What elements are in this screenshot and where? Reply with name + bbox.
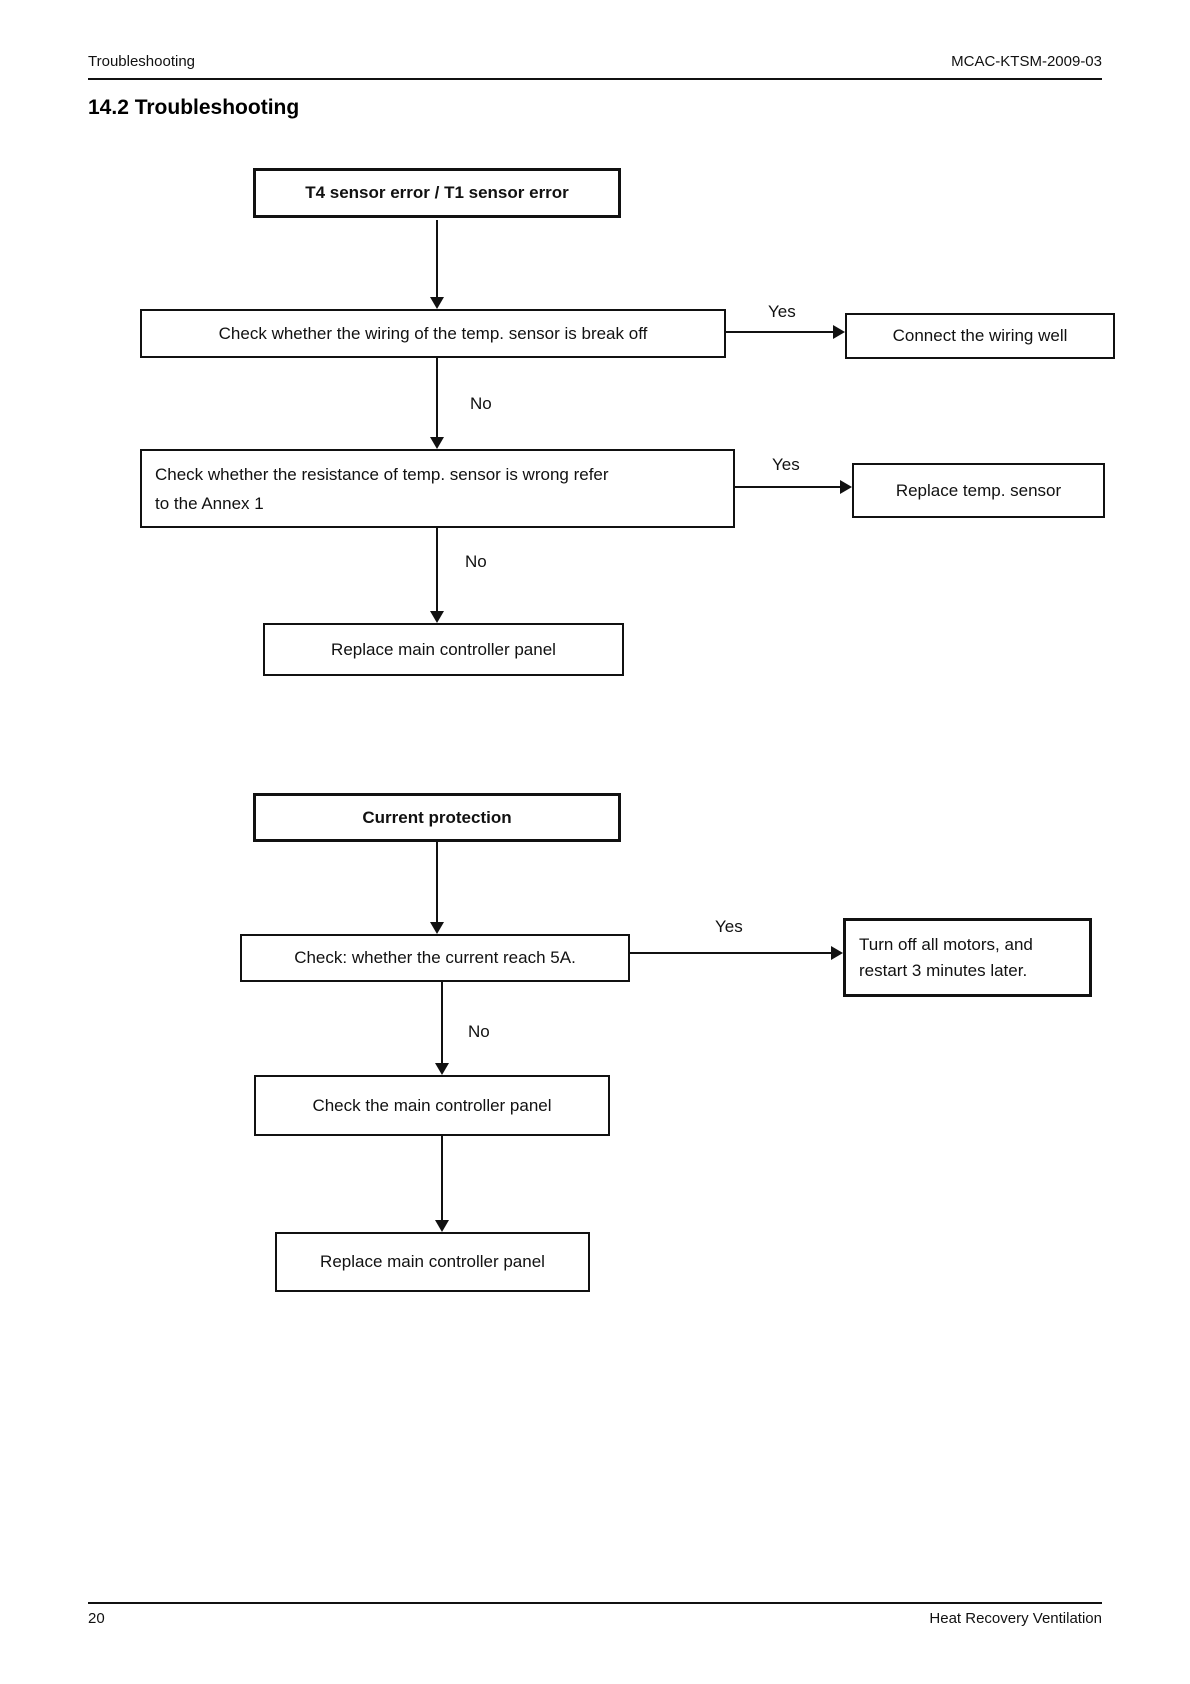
footer-page-number: 20 xyxy=(88,1610,105,1627)
flow1-no-label-1: No xyxy=(470,394,492,413)
flow1-arrow-right-2-head xyxy=(840,480,852,494)
flow1-no-label-2: No xyxy=(465,552,487,571)
flow2-arrow-down-2-head xyxy=(435,1063,449,1075)
flow1-arrow-down-1-head xyxy=(430,297,444,309)
flow1-arrow-right-2-line xyxy=(735,486,840,488)
flow2-replace-main-panel-box: Replace main controller panel xyxy=(275,1232,590,1292)
flow1-check-wiring-box: Check whether the wiring of the temp. se… xyxy=(140,309,726,358)
flow1-arrow-down-3-line xyxy=(436,528,438,611)
flow1-replace-sensor-box: Replace temp. sensor xyxy=(852,463,1105,518)
flow2-arrow-right-1-head xyxy=(831,946,843,960)
flow2-arrow-right-1-line xyxy=(630,952,831,954)
flow2-turn-off-line2: restart 3 minutes later. xyxy=(859,960,1028,980)
flow2-check-current-box: Check: whether the current reach 5A. xyxy=(240,934,630,982)
header-left-text: Troubleshooting xyxy=(88,53,196,70)
header-right-text: MCAC-KTSM-2009-03 xyxy=(951,53,1102,70)
flow1-replace-main-panel-box: Replace main controller panel xyxy=(263,623,624,676)
flow1-check-resistance-line1: Check whether the resistance of temp. se… xyxy=(155,464,609,484)
flow2-arrow-down-3-head xyxy=(435,1220,449,1232)
flow1-arrow-down-3-head xyxy=(430,611,444,623)
flow2-arrow-down-1-line xyxy=(436,842,438,922)
flow2-arrow-down-1-head xyxy=(430,922,444,934)
flow2-turn-off-line1: Turn off all motors, and xyxy=(859,934,1033,954)
flow1-yes-label-1: Yes xyxy=(768,302,796,321)
flow2-arrow-down-2-line xyxy=(441,982,443,1063)
flow1-arrow-down-2-line xyxy=(436,358,438,437)
flow2-turn-off-motors-box: Turn off all motors, and restart 3 minut… xyxy=(843,918,1092,997)
flow2-yes-label: Yes xyxy=(715,917,743,936)
flow1-arrow-right-1-head xyxy=(833,325,845,339)
flow1-title-box: T4 sensor error / T1 sensor error xyxy=(253,168,621,218)
flow2-check-main-panel-box: Check the main controller panel xyxy=(254,1075,610,1136)
header-rule xyxy=(88,78,1102,80)
flow1-arrow-down-1-line xyxy=(436,220,438,298)
footer-rule xyxy=(88,1602,1102,1604)
flow1-check-resistance-line2: to the Annex 1 xyxy=(155,493,264,513)
flow1-arrow-right-1-line xyxy=(726,331,833,333)
flow2-title-box: Current protection xyxy=(253,793,621,842)
flow2-arrow-down-3-line xyxy=(441,1136,443,1220)
footer-right-text: Heat Recovery Ventilation xyxy=(929,1610,1102,1627)
section-title: 14.2 Troubleshooting xyxy=(88,96,300,119)
flow1-yes-label-2: Yes xyxy=(772,455,800,474)
flow1-check-resistance-box: Check whether the resistance of temp. se… xyxy=(140,449,735,528)
flow2-no-label: No xyxy=(468,1022,490,1041)
flow1-connect-wiring-box: Connect the wiring well xyxy=(845,313,1115,359)
flow1-arrow-down-2-head xyxy=(430,437,444,449)
